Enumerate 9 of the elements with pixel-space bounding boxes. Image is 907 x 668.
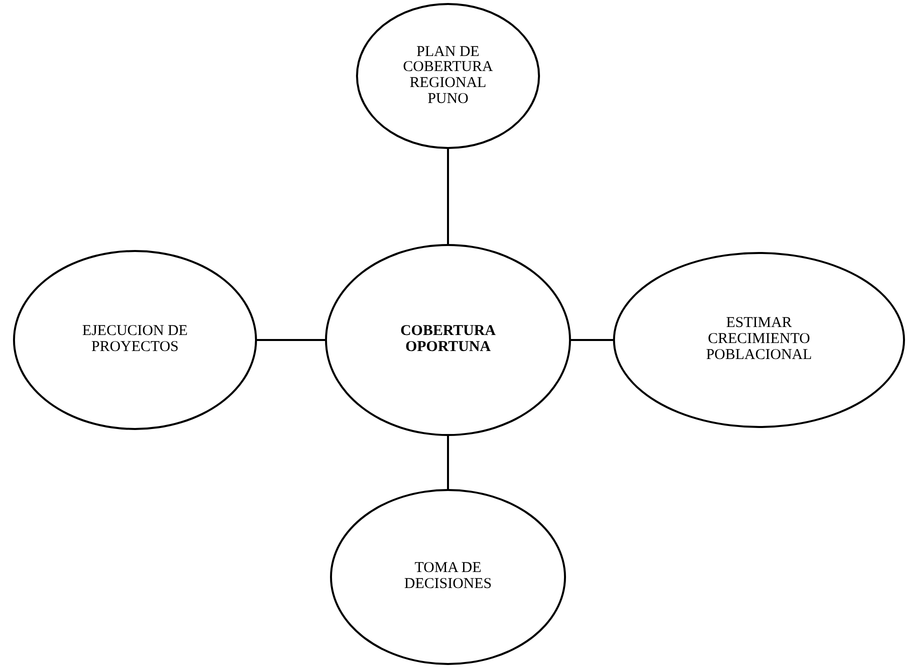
node-label: EJECUCION DE PROYECTOS — [81, 324, 189, 356]
node-label: COBERTURA OPORTUNA — [399, 324, 497, 356]
connector-line — [571, 339, 613, 341]
connector-line — [447, 149, 449, 244]
connector-line — [447, 436, 449, 489]
node-label: TOMA DE DECISIONES — [403, 561, 493, 593]
node-label: PLAN DE COBERTURA REGIONAL PUNO — [402, 44, 494, 108]
node-label: ESTIMAR CRECIMIENTO POBLACIONAL — [705, 316, 813, 364]
connector-line — [257, 339, 325, 341]
